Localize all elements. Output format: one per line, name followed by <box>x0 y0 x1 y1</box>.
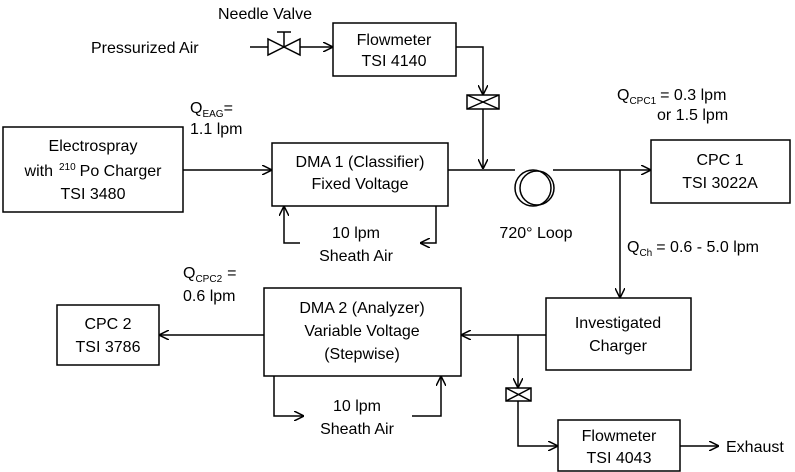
electrospray-model: TSI 3480 <box>61 186 126 203</box>
dma1-sheath-in-arrow <box>284 207 300 244</box>
investigated-charger-box <box>545 297 692 371</box>
loop-label: 720° Loop <box>499 225 572 242</box>
sheath2-label: Sheath Air <box>320 421 395 438</box>
filter-to-flowmeter2-arrow <box>517 401 557 446</box>
charger-label: Investigated <box>575 315 661 332</box>
cpc1-box <box>650 139 791 204</box>
cpc1-label: CPC 1 <box>696 152 743 169</box>
dma1-voltage-label: Fixed Voltage <box>312 176 409 193</box>
flowmeter2-model: TSI 4043 <box>587 450 652 467</box>
flowmeter-to-filter-arrow <box>456 46 483 94</box>
720-loop-icon <box>514 169 555 207</box>
sheath2-flow-label: 10 lpm <box>333 398 381 415</box>
charger-label-2: Charger <box>589 338 647 355</box>
flowmeter2-label: Flowmeter <box>582 428 657 445</box>
cpc1-model: TSI 3022A <box>682 175 758 192</box>
dma1-sheath-out-arrow <box>421 206 437 243</box>
dma2-analyzer-box <box>263 287 462 377</box>
cpc2-model: TSI 3786 <box>76 339 141 356</box>
q-eag-value: 1.1 lpm <box>190 121 242 138</box>
cpc2-box <box>56 304 160 366</box>
q-cpc2-value: 0.6 lpm <box>183 288 235 305</box>
dma2-voltage-label: Variable Voltage <box>304 323 419 340</box>
dma1-label: DMA 1 (Classifier) <box>296 154 425 171</box>
dma2-label: DMA 2 (Analyzer) <box>299 300 424 317</box>
electrospray-box <box>2 126 184 213</box>
exhaust-label: Exhaust <box>726 439 784 456</box>
dma2-sheath-out-arrow <box>273 376 303 416</box>
flowmeter-tsi-4043-box <box>557 419 681 472</box>
flowmeter1-label: Flowmeter <box>357 32 432 49</box>
sheath1-flow-label: 10 lpm <box>332 225 380 242</box>
dma2-sheath-in-arrow <box>412 377 441 417</box>
cpc2-label: CPC 2 <box>84 316 131 333</box>
electrospray-label: Electrospray <box>49 138 138 155</box>
filter-icon-bottom <box>505 387 532 402</box>
q-eag-label: QEAG= <box>190 100 233 120</box>
flowmeter1-model: TSI 4140 <box>362 53 427 70</box>
filter-icon-top <box>466 94 500 110</box>
sheath1-label: Sheath Air <box>319 248 394 265</box>
dma2-stepwise-label: (Stepwise) <box>324 346 400 363</box>
q-cpc2-label: QCPC2= <box>183 265 236 285</box>
needle-valve-label: Needle Valve <box>218 6 312 23</box>
needle-valve-icon <box>267 31 301 57</box>
dma1-classifier-box <box>271 142 449 207</box>
q-cpc1-label: QCPC1= 0.3 lpm <box>617 87 726 107</box>
q-cpc1-alt-value: or 1.5 lpm <box>657 107 728 124</box>
q-ch-label: QCh= 0.6 - 5.0 lpm <box>627 239 759 259</box>
pressurized-air-label: Pressurized Air <box>91 40 199 57</box>
flowmeter-tsi-4140-box <box>332 22 457 77</box>
